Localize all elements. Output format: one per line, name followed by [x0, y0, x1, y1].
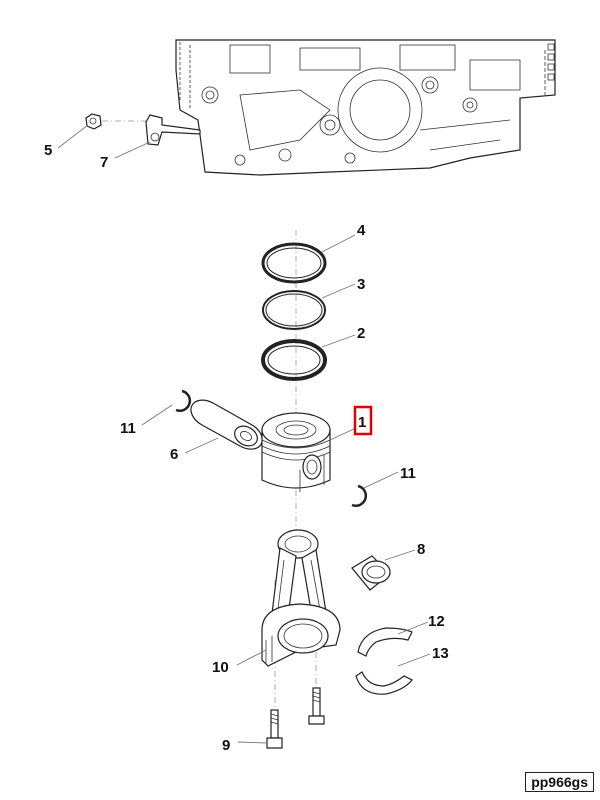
callout-2: 2	[357, 325, 365, 342]
block-bolt-column	[547, 43, 555, 81]
rod-bolt-9-right	[308, 687, 325, 725]
engine-block	[175, 39, 556, 176]
callout-5: 5	[44, 142, 52, 159]
callout-8: 8	[417, 541, 425, 558]
callout-4: 4	[357, 222, 366, 239]
bushing-part-8	[351, 555, 391, 591]
callout-3: 3	[357, 276, 365, 293]
callout-9: 9	[222, 737, 230, 754]
bracket-part-7	[145, 114, 201, 146]
piston-ring-3	[262, 290, 326, 330]
snap-ring-11-left	[175, 389, 192, 412]
callout-7: 7	[100, 154, 108, 171]
snap-ring-11-right	[351, 484, 368, 507]
callout-11-left: 11	[120, 420, 136, 437]
callout-6: 6	[170, 446, 178, 463]
piston-ring-2	[261, 339, 327, 381]
bearing-shell-13	[355, 671, 413, 695]
callout-12: 12	[428, 613, 445, 630]
piston-part-1	[261, 412, 331, 492]
reference-code-label: pp966gs	[525, 772, 594, 792]
callout-13: 13	[432, 645, 449, 662]
callout-11-right: 11	[400, 465, 416, 482]
rod-bolt-9-left	[266, 709, 283, 749]
bearing-shell-12	[357, 627, 413, 657]
callout-1-highlight-box	[353, 405, 373, 436]
piston-ring-4	[261, 242, 327, 284]
bolt-part-5	[85, 113, 150, 130]
callout-10: 10	[212, 659, 229, 676]
piston-pin-6	[190, 399, 263, 450]
callout-1: 1	[358, 414, 366, 431]
connecting-rod-10	[261, 529, 341, 667]
